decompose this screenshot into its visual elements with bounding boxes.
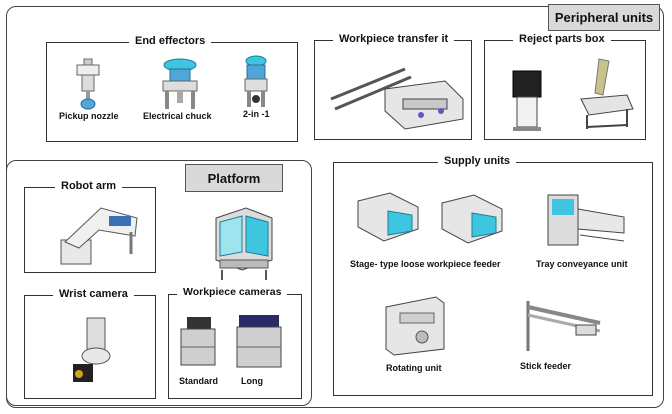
reject-chute-image <box>512 70 542 131</box>
platform-label: Platform <box>185 164 283 192</box>
stage-feeder-label: Stage- type loose workpiece feeder <box>350 259 501 269</box>
wrist-camera-title: Wrist camera <box>53 288 134 300</box>
long-camera-label: Long <box>241 376 263 386</box>
rotating-unit-label: Rotating unit <box>386 363 442 373</box>
standard-camera-image <box>180 317 216 366</box>
end-effectors-title: End effectors <box>129 35 212 47</box>
long-camera-image <box>236 315 282 368</box>
workpiece-transfer-image <box>330 67 464 130</box>
workpiece-transfer-title: Workpiece transfer it <box>333 33 455 45</box>
robot-arm-image <box>60 207 138 265</box>
workpiece-cameras-title: Workpiece cameras <box>177 286 288 298</box>
wrist-camera-box: Wrist camera <box>24 288 156 399</box>
workpiece-cameras-box: Workpiece cameras Standard Long <box>168 286 302 399</box>
peripheral-units-label: Peripheral units <box>548 4 660 31</box>
two-in-one-image <box>244 55 268 107</box>
supply-units-title: Supply units <box>438 155 516 167</box>
pickup-nozzle-image <box>76 58 100 110</box>
end-effectors-box: End effectors Pickup nozzle Electrical c… <box>46 35 298 142</box>
supply-units-box: Supply units Stage- type loose workpiece… <box>333 155 653 396</box>
electrical-chuck-image <box>162 58 198 109</box>
reject-parts-box: Reject parts box <box>484 33 646 140</box>
reject-parts-title: Reject parts box <box>513 33 611 45</box>
workpiece-transfer-box: Workpiece transfer it <box>314 33 472 140</box>
pickup-nozzle-label: Pickup nozzle <box>59 111 119 121</box>
reject-bin-image <box>580 58 634 129</box>
robot-arm-title: Robot arm <box>55 180 122 192</box>
stick-feeder-label: Stick feeder <box>520 361 572 371</box>
two-in-one-label: 2-in -1 <box>243 109 270 119</box>
platform-machine-image <box>215 207 273 280</box>
standard-camera-label: Standard <box>179 376 219 386</box>
stick-feeder-image <box>526 301 601 351</box>
tray-conveyance-image <box>547 194 625 246</box>
robot-arm-box: Robot arm <box>24 180 156 273</box>
wrist-camera-image <box>73 317 111 382</box>
stage-feeder-image-1 <box>357 192 419 242</box>
rotating-unit-image <box>385 296 445 356</box>
stage-feeder-image-2 <box>441 194 503 244</box>
tray-conveyance-label: Tray conveyance unit <box>536 259 628 269</box>
electrical-chuck-label: Electrical chuck <box>143 111 212 121</box>
